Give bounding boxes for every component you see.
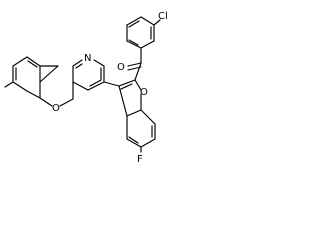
atom-labels: Cl O O F N O (52, 11, 168, 165)
pyran-oxygen-label: O (52, 103, 60, 114)
pyridine-nitrogen-label: N (84, 53, 91, 64)
chemical-structure-diagram: Cl O O F N O (4, 11, 168, 165)
fluorine-atom-label: F (137, 154, 143, 165)
ketone-oxygen-label: O (117, 62, 125, 73)
benzofuran-oxygen-label: O (140, 87, 148, 98)
bond-lines (4, 16, 161, 153)
chlorine-atom-label: Cl (158, 11, 168, 22)
